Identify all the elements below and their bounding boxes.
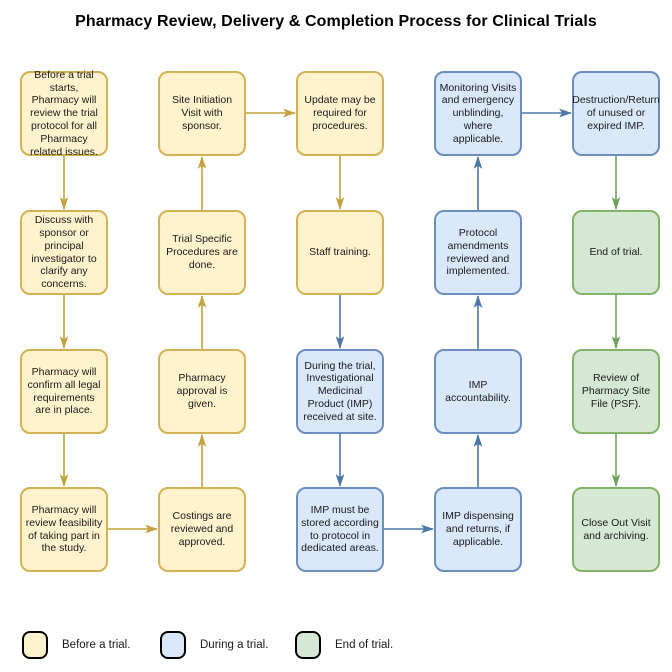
flow-node-c2r3: Pharmacy approval is given. (158, 349, 246, 434)
flow-node-c5r3: Review of Pharmacy Site File (PSF). (572, 349, 660, 434)
flow-node-c4r2: Protocol amendments reviewed and impleme… (434, 210, 522, 295)
diagram-title: Pharmacy Review, Delivery & Completion P… (75, 13, 597, 30)
flow-node-c5r1: Destruction/Return of unused or expired … (572, 71, 660, 156)
flow-node-c3r2: Staff training. (296, 210, 384, 295)
legend-label-end: End of trial. (335, 639, 394, 651)
legend-item-end: End of trial. (295, 631, 393, 659)
flow-node-c3r4: IMP must be stored according to protocol… (296, 487, 384, 572)
legend-swatch-end (295, 631, 321, 659)
flow-node-c3r3: During the trial, Investigational Medici… (296, 349, 384, 434)
flow-node-c4r1: Monitoring Visits and emergency unblindi… (434, 71, 522, 156)
legend-swatch-during (160, 631, 186, 659)
legend-label-before: Before a trial. (62, 639, 131, 651)
flow-node-c3r1: Update may be required for procedures. (296, 71, 384, 156)
legend-label-during: During a trial. (200, 639, 269, 651)
flow-node-c1r4: Pharmacy will review feasibility of taki… (20, 487, 108, 572)
flow-node-c2r4: Costings are reviewed and approved. (158, 487, 246, 572)
legend-item-before: Before a trial. (22, 631, 130, 659)
flow-node-c1r3: Pharmacy will confirm all legal requirem… (20, 349, 108, 434)
flow-node-c1r2: Discuss with sponsor or principal invest… (20, 210, 108, 295)
flow-node-c1r1: Before a trial starts, Pharmacy will rev… (20, 69, 108, 158)
flow-node-c4r4: IMP dispensing and returns, if applicabl… (434, 487, 522, 572)
flow-node-c2r1: Site Initiation Visit with sponsor. (158, 71, 246, 156)
flow-node-c5r4: Close Out Visit and archiving. (572, 487, 660, 572)
legend-item-during: During a trial. (160, 631, 268, 659)
legend-swatch-before (22, 631, 48, 659)
flow-node-c5r2: End of trial. (572, 210, 660, 295)
flow-node-c2r2: Trial Specific Procedures are done. (158, 210, 246, 295)
flow-node-c4r3: IMP accountability. (434, 349, 522, 434)
